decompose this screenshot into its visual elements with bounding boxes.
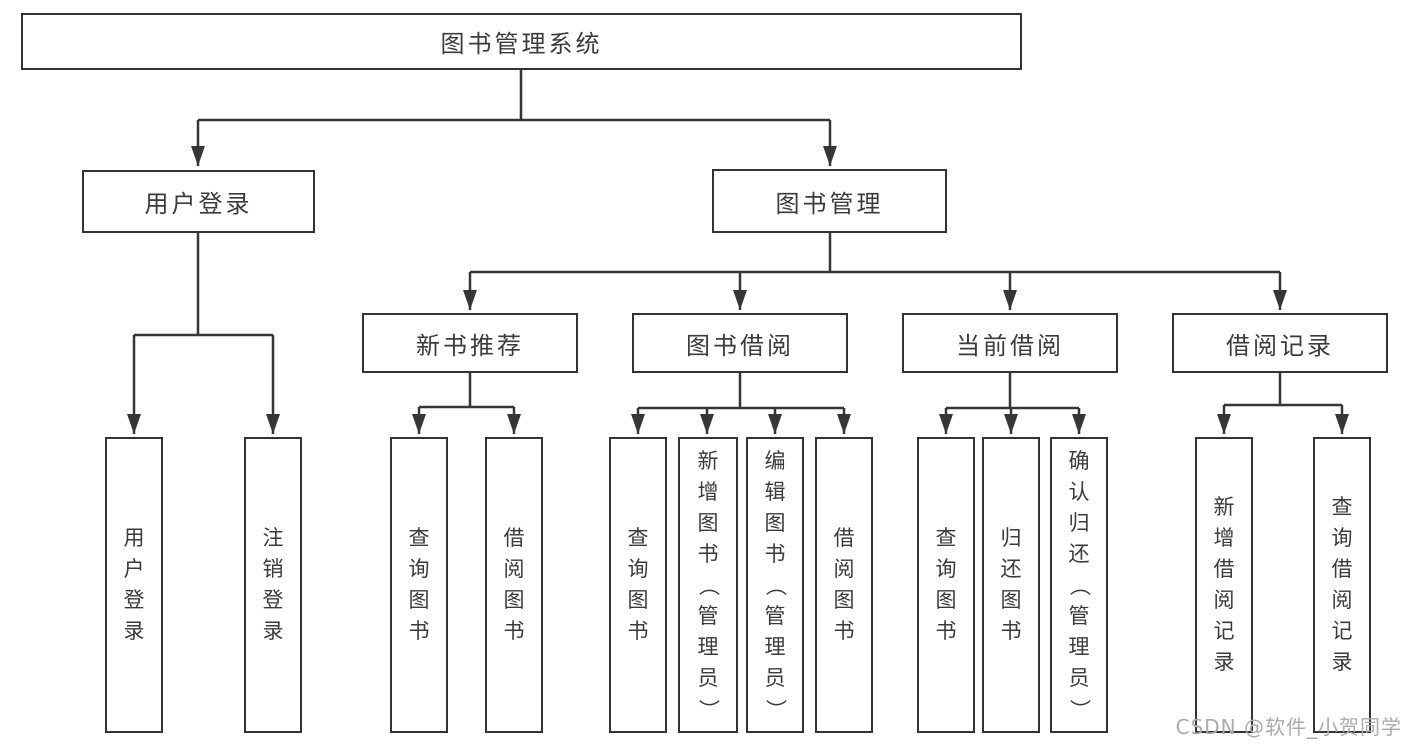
node-book-management: 图书管理 bbox=[712, 169, 947, 233]
connector-skeleton bbox=[134, 70, 1342, 410]
leaf-borrow-add-books-admin: 新增图书（管理员） bbox=[678, 437, 738, 733]
node-book-borrow-label: 图书借阅 bbox=[686, 331, 794, 360]
leaf-newbooks-query-books: 查询图书 bbox=[390, 437, 448, 733]
leaf-user-login: 用户登录 bbox=[105, 437, 163, 733]
connector-arrows bbox=[127, 120, 1349, 434]
leaf-current-return-books: 归还图书 bbox=[982, 437, 1040, 733]
node-new-book-recommend: 新书推荐 bbox=[362, 313, 578, 373]
leaf-borrow-query-books: 查询图书 bbox=[609, 437, 667, 733]
leaf-records-add-record: 新增借阅记录 bbox=[1195, 437, 1253, 733]
node-book-management-label: 图书管理 bbox=[775, 189, 884, 218]
node-borrow-records-label: 借阅记录 bbox=[1226, 331, 1334, 360]
leaf-current-query-books: 查询图书 bbox=[917, 437, 975, 733]
leaf-records-query-record: 查询借阅记录 bbox=[1313, 437, 1371, 733]
node-current-borrow-label: 当前借阅 bbox=[956, 331, 1064, 360]
watermark: CSDN @软件_小贺同学 bbox=[1175, 715, 1402, 739]
leaf-borrow-borrow-books: 借阅图书 bbox=[815, 437, 873, 733]
leaf-logout: 注销登录 bbox=[244, 437, 302, 733]
node-book-borrow: 图书借阅 bbox=[632, 313, 848, 373]
node-root-label: 图书管理系统 bbox=[440, 30, 603, 58]
node-new-book-recommend-label: 新书推荐 bbox=[416, 331, 524, 360]
node-user-login-label: 用户登录 bbox=[144, 190, 253, 218]
leaf-current-confirm-return-admin: 确认归还（管理员） bbox=[1050, 437, 1108, 733]
leaf-borrow-edit-books-admin: 编辑图书（管理员） bbox=[746, 437, 804, 733]
leaf-newbooks-borrow-books: 借阅图书 bbox=[485, 437, 543, 733]
node-borrow-records: 借阅记录 bbox=[1172, 313, 1388, 373]
node-current-borrow: 当前借阅 bbox=[902, 313, 1118, 373]
node-root: 图书管理系统 bbox=[21, 13, 1022, 70]
node-user-login: 用户登录 bbox=[82, 170, 315, 233]
